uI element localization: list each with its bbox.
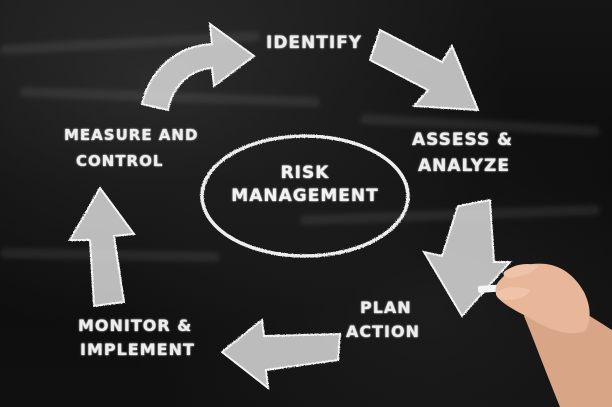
step-monitor-line1: MONITOR & bbox=[78, 316, 193, 335]
step-plan-line1: PLAN bbox=[360, 298, 412, 317]
chalk-arrow-icon bbox=[140, 21, 256, 112]
hand bbox=[495, 263, 590, 334]
step-monitor-line2: IMPLEMENT bbox=[80, 340, 195, 359]
chalk-arrow-icon bbox=[220, 318, 342, 391]
step-measure-line1: MEASURE AND bbox=[64, 126, 199, 144]
center-title: RISK MANAGEMENT bbox=[210, 162, 400, 208]
chalk-arrow-icon bbox=[368, 28, 480, 112]
center-ellipse bbox=[200, 134, 410, 258]
step-assess-line2: ANALYZE bbox=[418, 156, 510, 176]
step-measure-line2: CONTROL bbox=[76, 152, 164, 170]
chalk-arrow-icon bbox=[68, 186, 136, 308]
center-title-line1: RISK bbox=[280, 163, 330, 183]
finger bbox=[495, 287, 530, 300]
finger bbox=[503, 264, 538, 278]
step-identify: IDENTIFY bbox=[266, 33, 363, 53]
step-assess-line1: ASSESS & bbox=[412, 130, 513, 150]
center-title-line2: MANAGEMENT bbox=[231, 186, 379, 206]
step-plan-line2: ACTION bbox=[346, 322, 420, 341]
